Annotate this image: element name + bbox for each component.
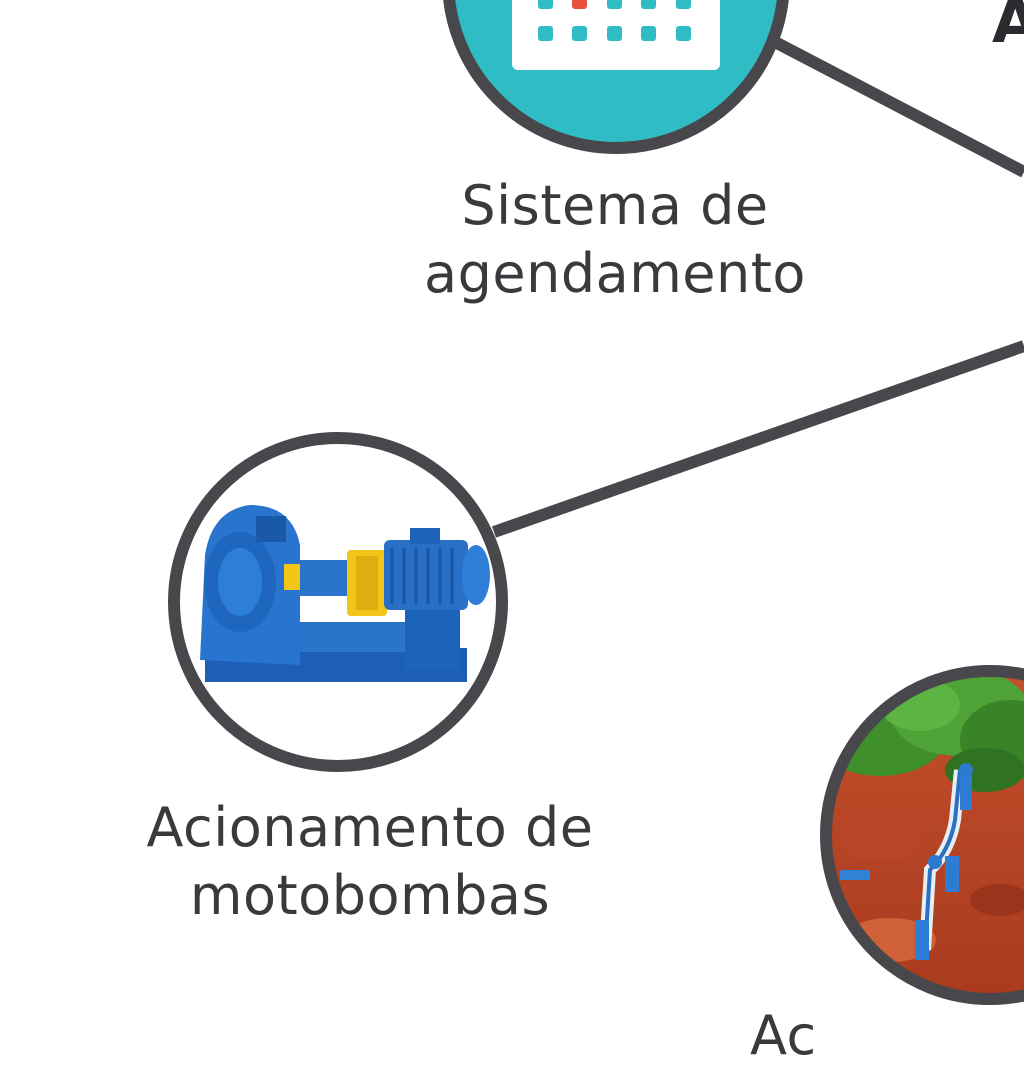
node-pumps	[174, 438, 502, 766]
pumps-label: Acionamento de motobombas	[110, 794, 630, 930]
node-irrigation	[810, 665, 1024, 1005]
calendar-icon	[512, 0, 720, 70]
pumps-label-line1: Acionamento de	[110, 794, 630, 862]
node-scheduling	[448, 0, 784, 148]
connector-line-top	[775, 42, 1024, 172]
cut-off-label-top-right: A	[992, 0, 1024, 56]
pumps-label-line2: motobombas	[110, 862, 630, 930]
scheduling-label-line2: agendamento	[360, 240, 870, 308]
scheduling-label-line1: Sistema de	[360, 172, 870, 240]
cut-off-label-bottom: Ac	[750, 1002, 817, 1070]
scheduling-label: Sistema de agendamento	[360, 172, 870, 308]
drip-irrigation-photo	[810, 665, 1024, 1005]
connector-line-middle	[494, 346, 1024, 532]
